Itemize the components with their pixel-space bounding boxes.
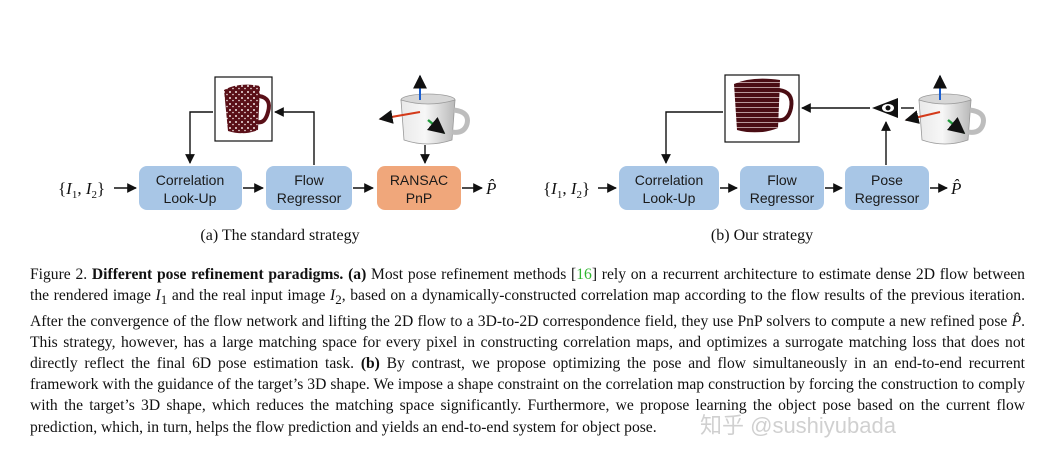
correlation-label-a-2: Look-Up — [164, 190, 217, 206]
flow-label-b-1: Flow — [767, 172, 797, 188]
correlation-box-b — [619, 166, 719, 210]
flow-label-a-2: Regressor — [277, 190, 342, 206]
caption-text-5: . This strategy, however, has a large ma… — [30, 312, 1025, 372]
citation-link[interactable]: 16 — [576, 266, 592, 283]
correlation-box-a — [139, 166, 242, 210]
mug-pattern-image-b — [734, 78, 794, 133]
figure-diagram: {I1, I2} Correlation Look-Up Flow Regres… — [58, 74, 986, 244]
figure-caption: Figure 2. Different pose refinement para… — [30, 264, 1025, 438]
caption-text-3: and the real input image — [167, 287, 331, 305]
mug-3d-b — [904, 74, 986, 145]
pose-label-b-2: Regressor — [855, 190, 920, 206]
ransac-label-a-1: RANSAC — [390, 172, 448, 188]
symbol-i1: I — [155, 287, 161, 305]
eye-icon — [872, 98, 898, 118]
mug-3d-a — [378, 74, 470, 145]
caption-part-a: (a) — [348, 266, 367, 283]
symbol-i2-sub: 2 — [335, 292, 342, 308]
caption-part-b: (b) — [360, 354, 380, 372]
output-label-b: P̂ — [950, 179, 961, 198]
input-label-a: {I1, I2} — [58, 179, 105, 201]
pose-label-b-1: Pose — [871, 172, 903, 188]
flow-box-a — [266, 166, 352, 210]
mug-pattern-image-a — [224, 84, 271, 134]
correlation-label-a-1: Correlation — [156, 172, 224, 188]
subcaption-b: (b) Our strategy — [711, 227, 813, 244]
ransac-label-a-2: PnP — [406, 190, 432, 206]
flow-label-b-2: Regressor — [750, 190, 815, 206]
watermark: 知乎 @sushiyubada — [700, 413, 896, 438]
correlation-label-b-2: Look-Up — [643, 190, 696, 206]
correlation-label-b-1: Correlation — [635, 172, 703, 188]
arrow-image-to-corr-a — [185, 111, 213, 164]
caption-text-4: , based on a dynamically-constructed cor… — [30, 287, 1026, 330]
symbol-i2: I — [330, 287, 336, 305]
flow-label-a-1: Flow — [294, 172, 324, 188]
caption-text-1: Most pose refinement methods [ — [371, 266, 577, 283]
caption-title: Different pose refinement paradigms. — [91, 266, 344, 283]
output-label-a: P̂ — [485, 179, 496, 198]
input-label-b: {I1, I2} — [543, 179, 590, 201]
caption-text-2: ] rely on a recurrent architecture to es… — [30, 266, 1025, 305]
symbol-p-hat: P̂ — [1011, 312, 1022, 330]
flow-box-b — [740, 166, 824, 210]
diagram-b: {I1, I2} Correlation Look-Up Flow Regres… — [543, 74, 986, 244]
subcaption-a: (a) The standard strategy — [200, 227, 359, 244]
ransac-box-a — [377, 166, 461, 210]
figure-label: Figure 2. — [30, 266, 88, 283]
arrow-image-to-corr-b — [661, 111, 723, 164]
diagram-a: {I1, I2} Correlation Look-Up Flow Regres… — [58, 74, 496, 244]
arrow-flow-to-image-a — [274, 107, 315, 165]
symbol-i1-sub: 1 — [160, 292, 168, 308]
caption-text-6: By contrast, we propose optimizing the p… — [30, 354, 1025, 436]
pose-box-b — [845, 166, 929, 210]
